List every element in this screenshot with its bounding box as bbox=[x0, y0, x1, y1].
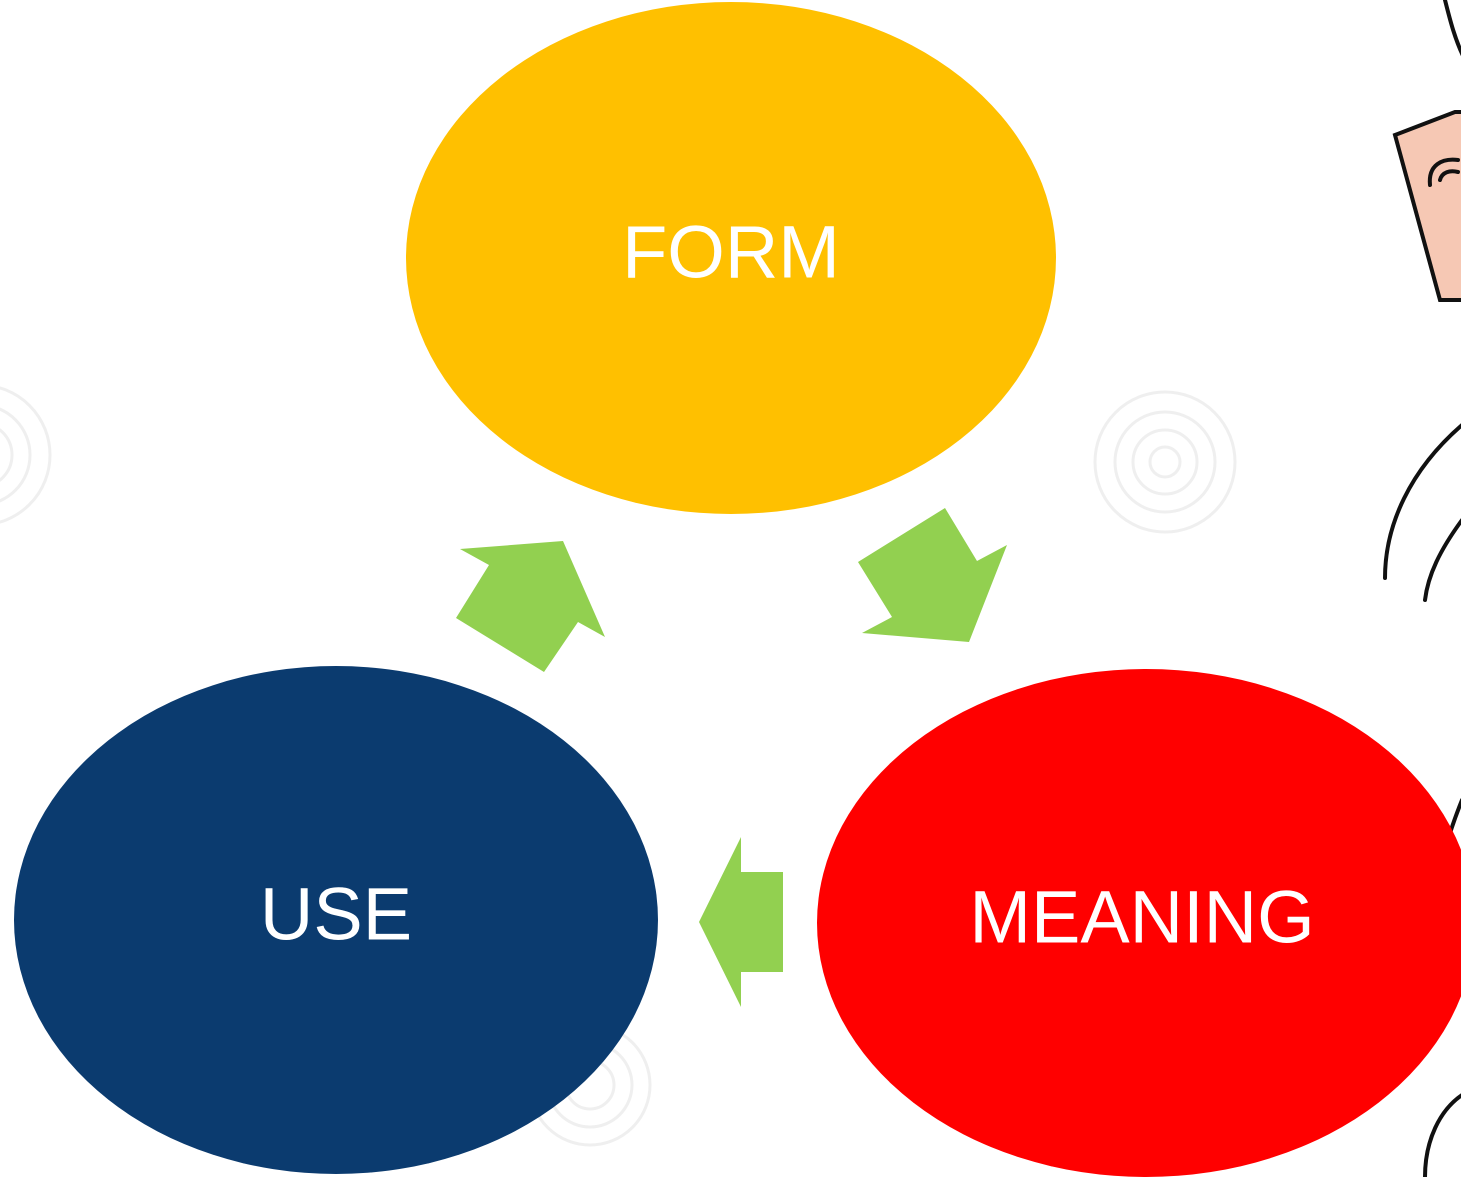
cartoon-body-line bbox=[1423, 1093, 1461, 1177]
node-form: FORM bbox=[406, 2, 1056, 514]
watermark-swirl-icon bbox=[1093, 390, 1237, 534]
node-form-shape bbox=[406, 2, 1056, 514]
node-meaning-shape bbox=[817, 669, 1461, 1177]
cartoon-arm-line bbox=[1383, 423, 1461, 580]
arrow-meaning-to-use-icon bbox=[699, 837, 783, 1007]
node-meaning: MEANING bbox=[817, 669, 1461, 1177]
node-use-shape bbox=[14, 666, 658, 1174]
node-meaning-label: MEANING bbox=[969, 876, 1314, 959]
arrow-use-to-form-icon bbox=[456, 541, 605, 672]
node-form-label: FORM bbox=[622, 211, 840, 294]
node-use-label: USE bbox=[260, 873, 412, 956]
cartoon-eye-icon bbox=[1427, 157, 1460, 187]
cartoon-face bbox=[1392, 110, 1461, 302]
cartoon-arm-line bbox=[1423, 518, 1461, 602]
cartoon-head-outline bbox=[1443, 0, 1461, 57]
node-use: USE bbox=[14, 666, 658, 1174]
watermark-swirl-icon bbox=[0, 386, 52, 524]
arrow-form-to-meaning-icon bbox=[858, 508, 1007, 642]
